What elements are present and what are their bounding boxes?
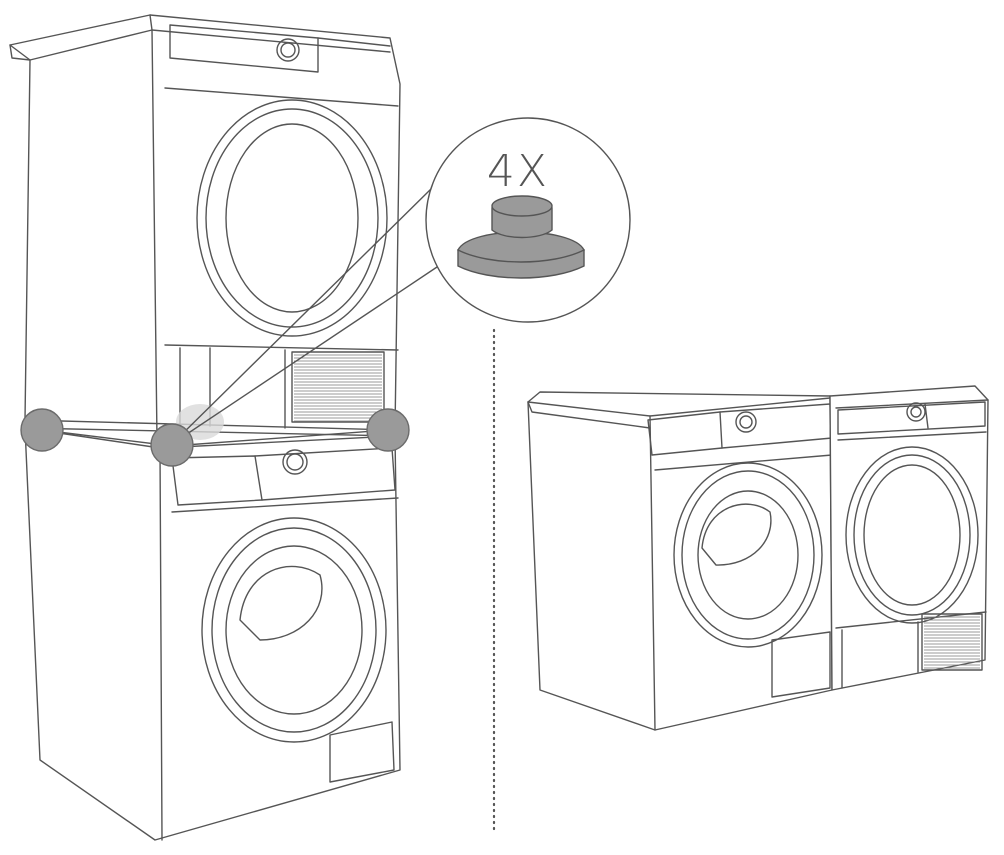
dryer-top-unit — [9, 14, 401, 441]
callout-magnifier: 4X — [171, 117, 631, 445]
callout-pointer-line-1 — [171, 187, 433, 445]
foot-marker-left — [20, 408, 64, 452]
dryer-right-unit — [829, 385, 989, 691]
stacked-washer-dryer-icon — [9, 14, 401, 841]
washer-left-unit — [527, 391, 833, 731]
side-by-side-washer-dryer-icon — [527, 385, 989, 731]
rubber-foot-icon — [457, 195, 585, 279]
quantity-label: 4X — [487, 146, 549, 197]
foot-marker-right — [366, 408, 410, 452]
foot-marker-front-center — [150, 423, 194, 467]
callout-pointer-line-2 — [171, 264, 441, 445]
washer-bottom-unit — [24, 427, 401, 841]
